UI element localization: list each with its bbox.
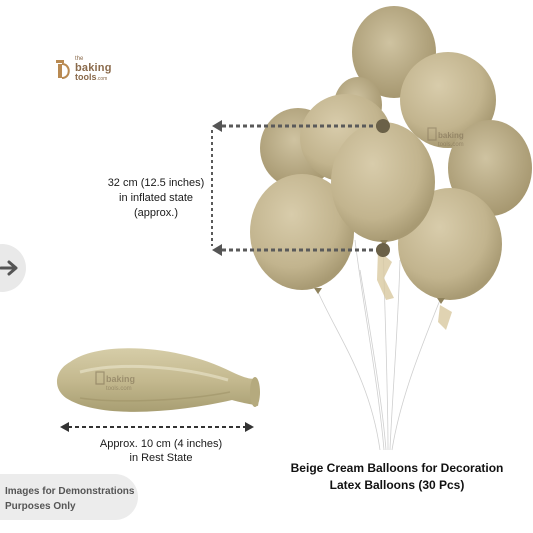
- watermark-logo: baking tools.com: [427, 127, 464, 148]
- rest-size-label: Approx. 10 cm (4 inches) in Rest State: [99, 438, 223, 464]
- dimension-arrowheads: [212, 120, 222, 256]
- balloon: [250, 174, 354, 290]
- logo-text-baking: baking: [75, 62, 112, 74]
- product-title: Beige Cream Balloons for Decoration Late…: [290, 461, 504, 492]
- demo-notice-text: Images for Demonstrations Purposes Only: [5, 486, 135, 512]
- logo-text-tools: tools.com: [75, 72, 108, 82]
- baking-tools-logo-icon: [56, 60, 70, 79]
- svg-text:tools.com: tools.com: [438, 142, 464, 148]
- balloon: [331, 122, 435, 242]
- rest-dimension-line: [60, 422, 254, 432]
- svg-text:baking: baking: [106, 374, 135, 384]
- inflated-size-label: 32 cm (12.5 inches) in inflated state (a…: [107, 177, 205, 219]
- deflated-balloon: [56, 348, 260, 412]
- brand-logo: the baking tools.com: [56, 56, 116, 82]
- balloon: [400, 52, 496, 148]
- logo-text-the: the: [75, 56, 84, 62]
- svg-text:baking: baking: [438, 131, 464, 140]
- svg-text:tools.com: tools.com: [106, 386, 132, 392]
- demo-notice-pill: [0, 474, 138, 520]
- arrow-right-icon: [0, 260, 18, 276]
- inflated-dimension-lines: [222, 124, 380, 252]
